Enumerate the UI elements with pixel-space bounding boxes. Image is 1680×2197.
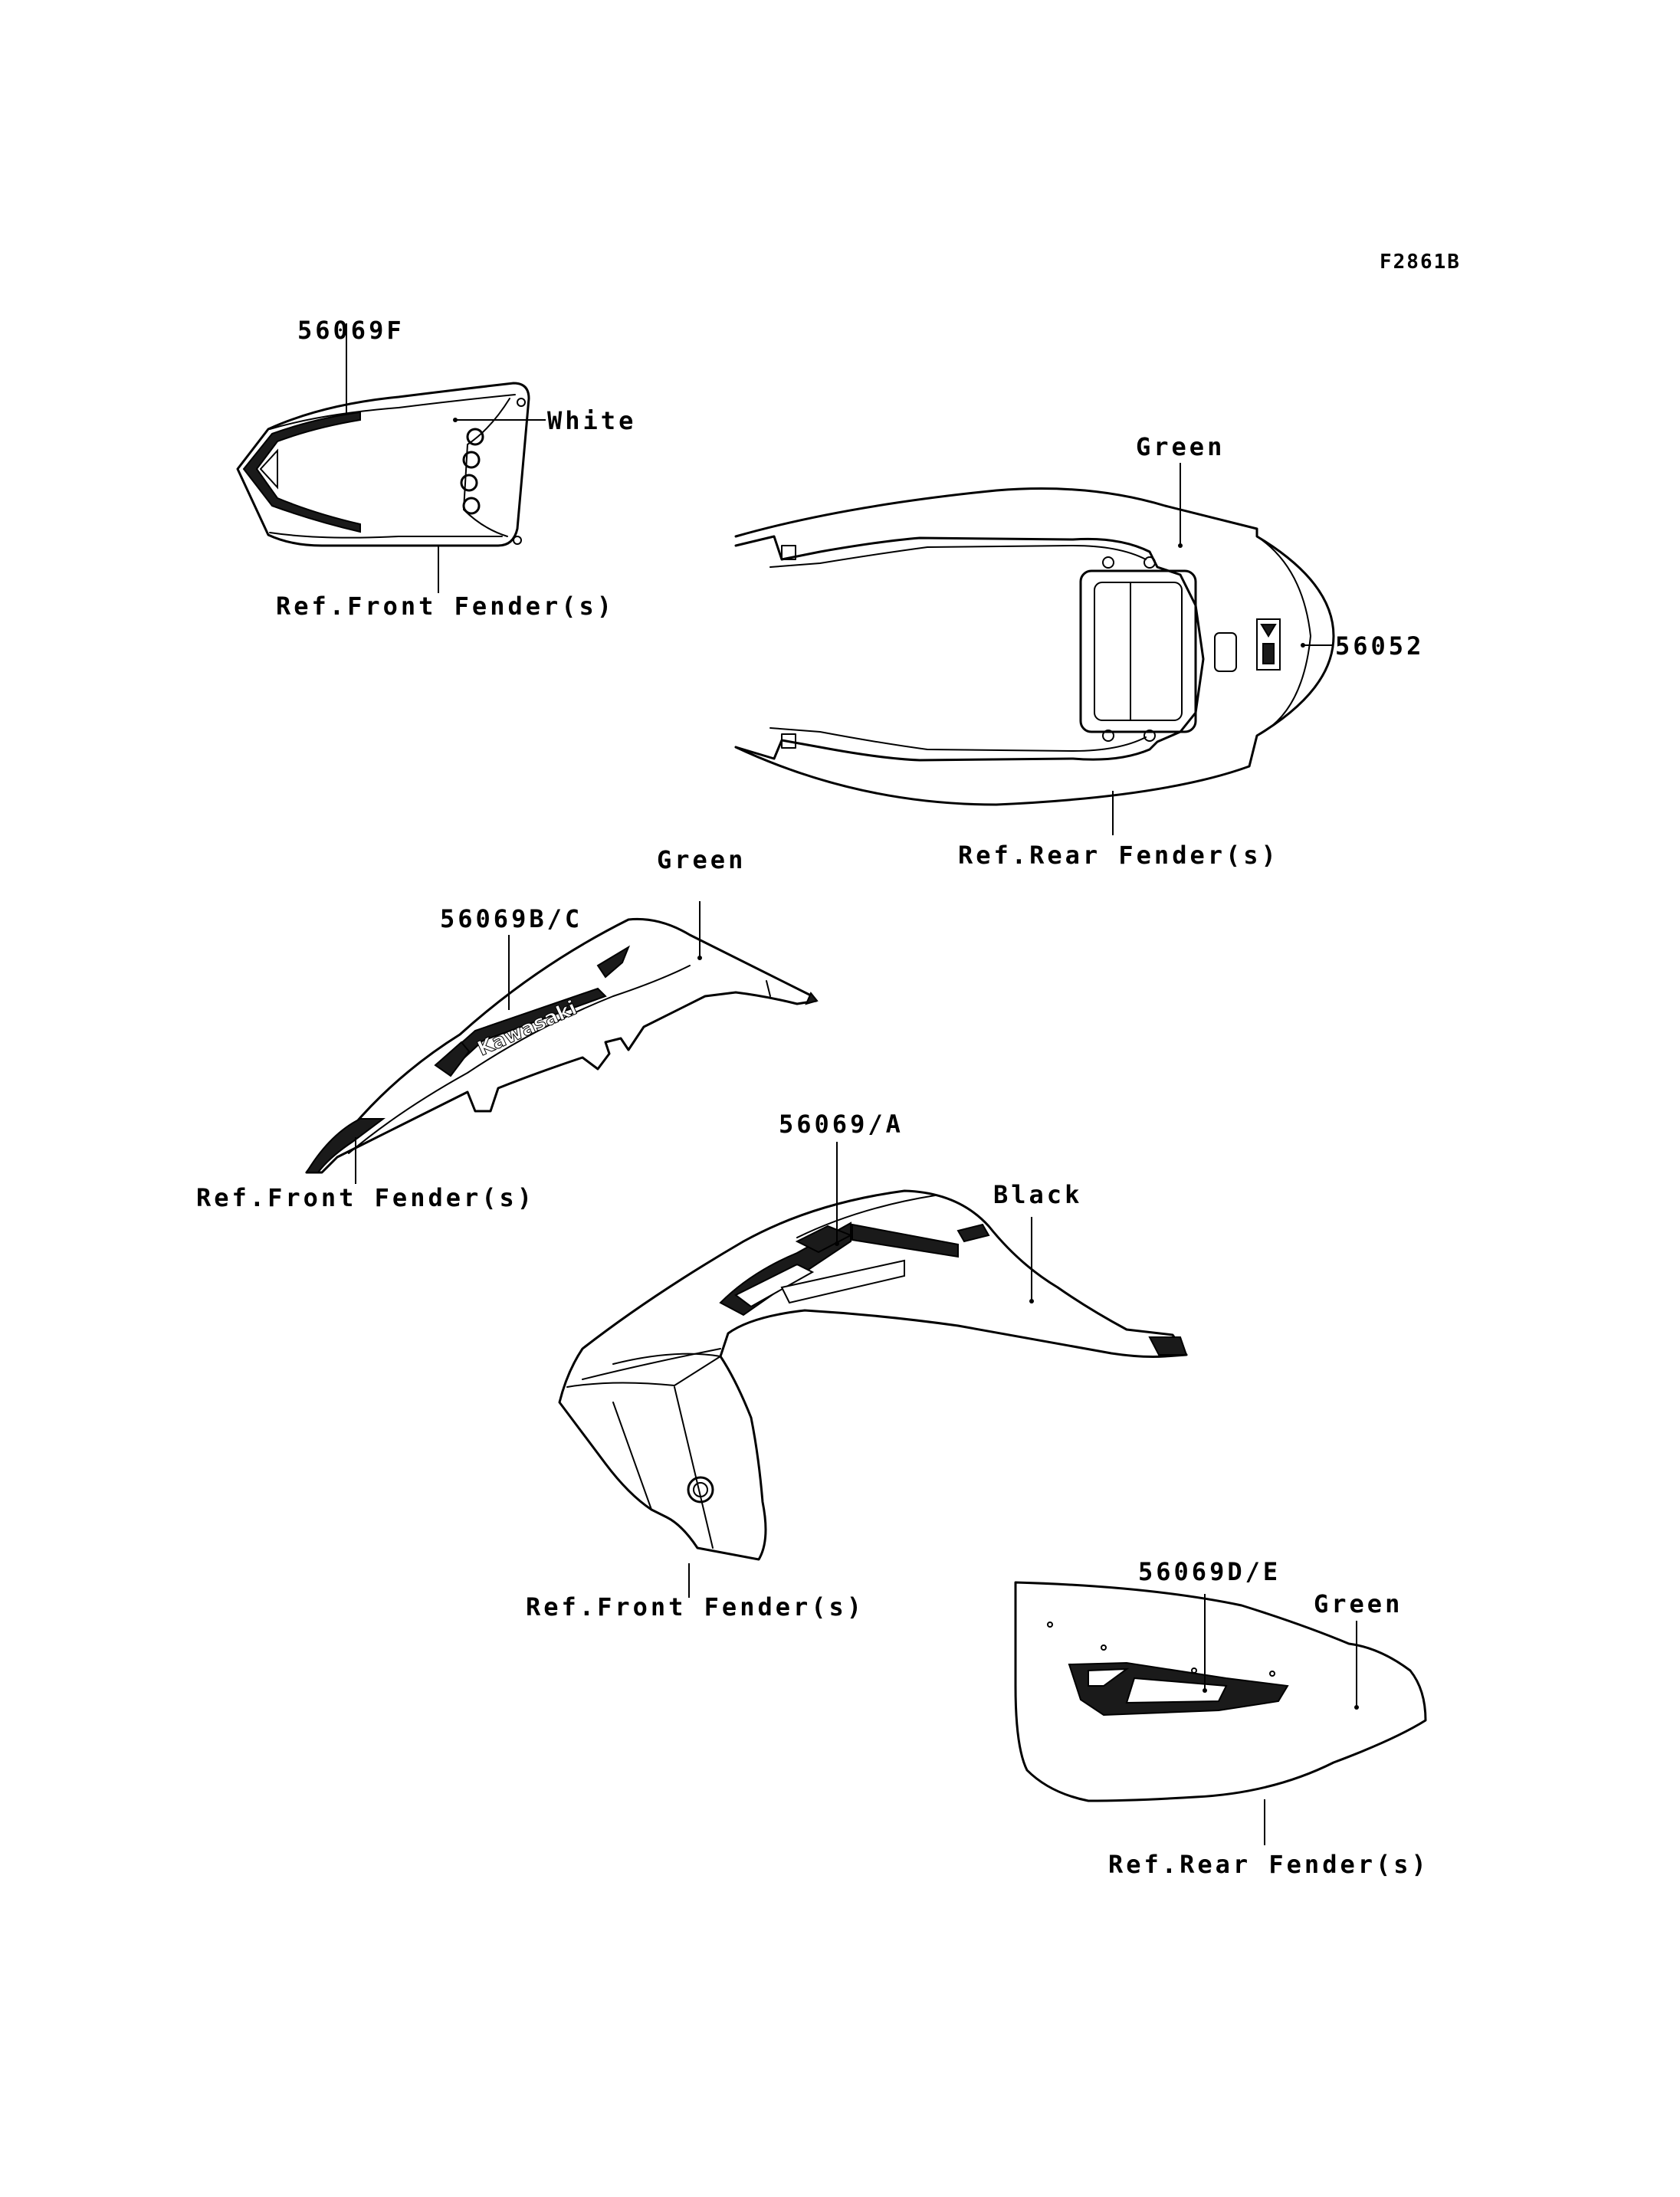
part-number-56069a: 56069/A bbox=[779, 1110, 904, 1139]
front-fender-top-drawing bbox=[236, 382, 530, 547]
ref-rear-fender-2: Ref.Rear Fender(s) bbox=[1108, 1850, 1429, 1879]
part-number-56069bc: 56069B/C bbox=[440, 904, 582, 933]
ref-rear-fender-1: Ref.Rear Fender(s) bbox=[958, 841, 1279, 870]
ref-front-fender-3: Ref.Front Fender(s) bbox=[526, 1592, 865, 1622]
color-label-black: Black bbox=[993, 1180, 1082, 1209]
ref-front-fender-1: Ref.Front Fender(s) bbox=[276, 592, 615, 621]
front-fender-center-drawing bbox=[558, 1189, 1188, 1561]
rear-fender-bottom-drawing bbox=[1014, 1581, 1427, 1802]
ref-front-fender-2: Ref.Front Fender(s) bbox=[196, 1183, 535, 1212]
color-label-green-3: Green bbox=[1314, 1589, 1403, 1618]
figure-id: F2861B bbox=[1380, 251, 1461, 274]
color-label-green-2: Green bbox=[657, 845, 746, 874]
front-fender-middle-drawing: Kawasaki bbox=[305, 917, 819, 1174]
color-label-white: White bbox=[547, 406, 636, 435]
rear-fender-top-drawing bbox=[734, 487, 1335, 806]
part-number-56069de: 56069D/E bbox=[1138, 1557, 1281, 1586]
part-number-56052: 56052 bbox=[1335, 631, 1424, 661]
color-label-green-1: Green bbox=[1136, 432, 1225, 461]
part-number-56069f: 56069F bbox=[297, 316, 405, 345]
